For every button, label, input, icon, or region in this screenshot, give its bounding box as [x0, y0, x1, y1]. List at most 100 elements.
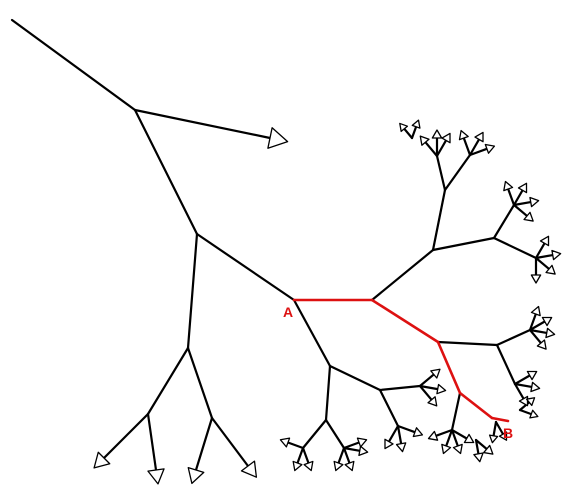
tree-edge: [133, 108, 272, 140]
tree-edge: [396, 424, 403, 445]
tree-edge: [328, 364, 382, 392]
tree-edge: [492, 236, 538, 260]
arrowhead: [303, 460, 314, 472]
tree-edge: [10, 18, 137, 112]
tree-edge: [435, 139, 448, 158]
arrowhead: [430, 368, 441, 379]
tree-edge: [495, 328, 532, 347]
tree-edge: [436, 340, 499, 347]
tree-edge: [513, 374, 531, 386]
arrowhead: [436, 383, 447, 395]
tree-edge: [468, 138, 481, 157]
arrowhead: [419, 135, 430, 146]
arrowhead: [529, 409, 539, 419]
tree-edge: [450, 428, 459, 448]
tree-edge: [450, 428, 468, 440]
arrowhead: [463, 433, 475, 444]
tree-edge: [494, 420, 505, 436]
arrowhead: [187, 466, 205, 485]
tree-edge: [146, 412, 158, 472]
arrowhead: [545, 327, 556, 339]
arrowheads-group: [93, 119, 562, 485]
arrowhead: [483, 444, 494, 455]
arrowhead: [431, 129, 443, 139]
tree-edge: [102, 412, 150, 460]
highlighted-edge: [490, 416, 510, 423]
tree-edge: [512, 200, 532, 207]
tree-edge: [324, 364, 332, 422]
arrowhead: [474, 131, 484, 143]
arrowhead: [498, 431, 508, 441]
arrowhead: [344, 460, 355, 472]
arrowhead: [411, 119, 421, 129]
arrowhead: [523, 211, 534, 222]
arrowhead: [267, 127, 289, 149]
arrowhead: [333, 460, 344, 472]
arrowhead: [240, 460, 258, 478]
tree-edge: [342, 446, 361, 452]
arrowhead: [292, 460, 303, 472]
arrowhead: [441, 132, 451, 144]
tree-edge: [370, 248, 435, 302]
tree-edge: [194, 416, 214, 472]
tree-edge: [528, 312, 537, 332]
tree-edge: [512, 203, 529, 218]
tree-edge: [378, 384, 422, 392]
tree-edge: [518, 408, 533, 416]
tree-edge: [512, 189, 524, 207]
tree-edge: [186, 346, 214, 420]
tree-edge: [146, 346, 190, 416]
tree-edge: [462, 136, 472, 157]
tree-edge: [431, 188, 447, 252]
arrowhead: [517, 182, 528, 194]
tree-edge: [342, 446, 351, 465]
highlighted-edge: [436, 340, 462, 395]
arrowhead: [452, 443, 463, 455]
highlighted-edge: [370, 298, 440, 344]
tree-edge: [133, 108, 199, 236]
tree-edge: [434, 428, 454, 437]
arrowhead: [441, 443, 452, 455]
tree-edge: [507, 187, 516, 207]
arrowhead: [484, 143, 496, 154]
arrowhead: [356, 437, 368, 448]
arrowhead: [529, 196, 540, 208]
tree-edge: [435, 154, 447, 192]
arrowhead: [458, 129, 469, 141]
arrowhead: [503, 180, 514, 192]
tree-edge: [492, 420, 498, 437]
arrowhead: [536, 339, 547, 350]
tree-edge: [445, 428, 454, 448]
tree-edge: [492, 203, 516, 240]
tree-edge: [513, 382, 533, 389]
arrowhead: [551, 249, 562, 261]
tree-edge: [528, 328, 548, 335]
arrowhead: [427, 396, 438, 407]
tree-edge: [337, 446, 346, 465]
tree-edge: [528, 328, 543, 345]
arrowhead: [395, 442, 407, 453]
arrowhead: [384, 438, 394, 450]
arrowhead: [530, 274, 542, 284]
tree-edge: [378, 388, 400, 428]
tree-edge: [431, 236, 496, 252]
tree-edge: [301, 446, 310, 465]
tree-edge: [468, 147, 489, 157]
tree-edge: [418, 384, 433, 401]
tree-edge: [534, 242, 546, 260]
arrowhead: [525, 397, 536, 407]
tree-edge: [534, 253, 554, 260]
tree-edge: [474, 438, 488, 451]
tree-edge: [534, 256, 551, 271]
tree-edge: [403, 127, 414, 140]
highlighted-path: [292, 298, 510, 423]
tree-edge: [450, 391, 462, 432]
tree-edge: [418, 384, 439, 391]
arrowhead: [530, 381, 541, 393]
node-label-a: A: [283, 304, 293, 320]
tree-edge: [286, 441, 305, 450]
tree-edge: [528, 320, 546, 332]
tree-edge: [495, 343, 517, 386]
